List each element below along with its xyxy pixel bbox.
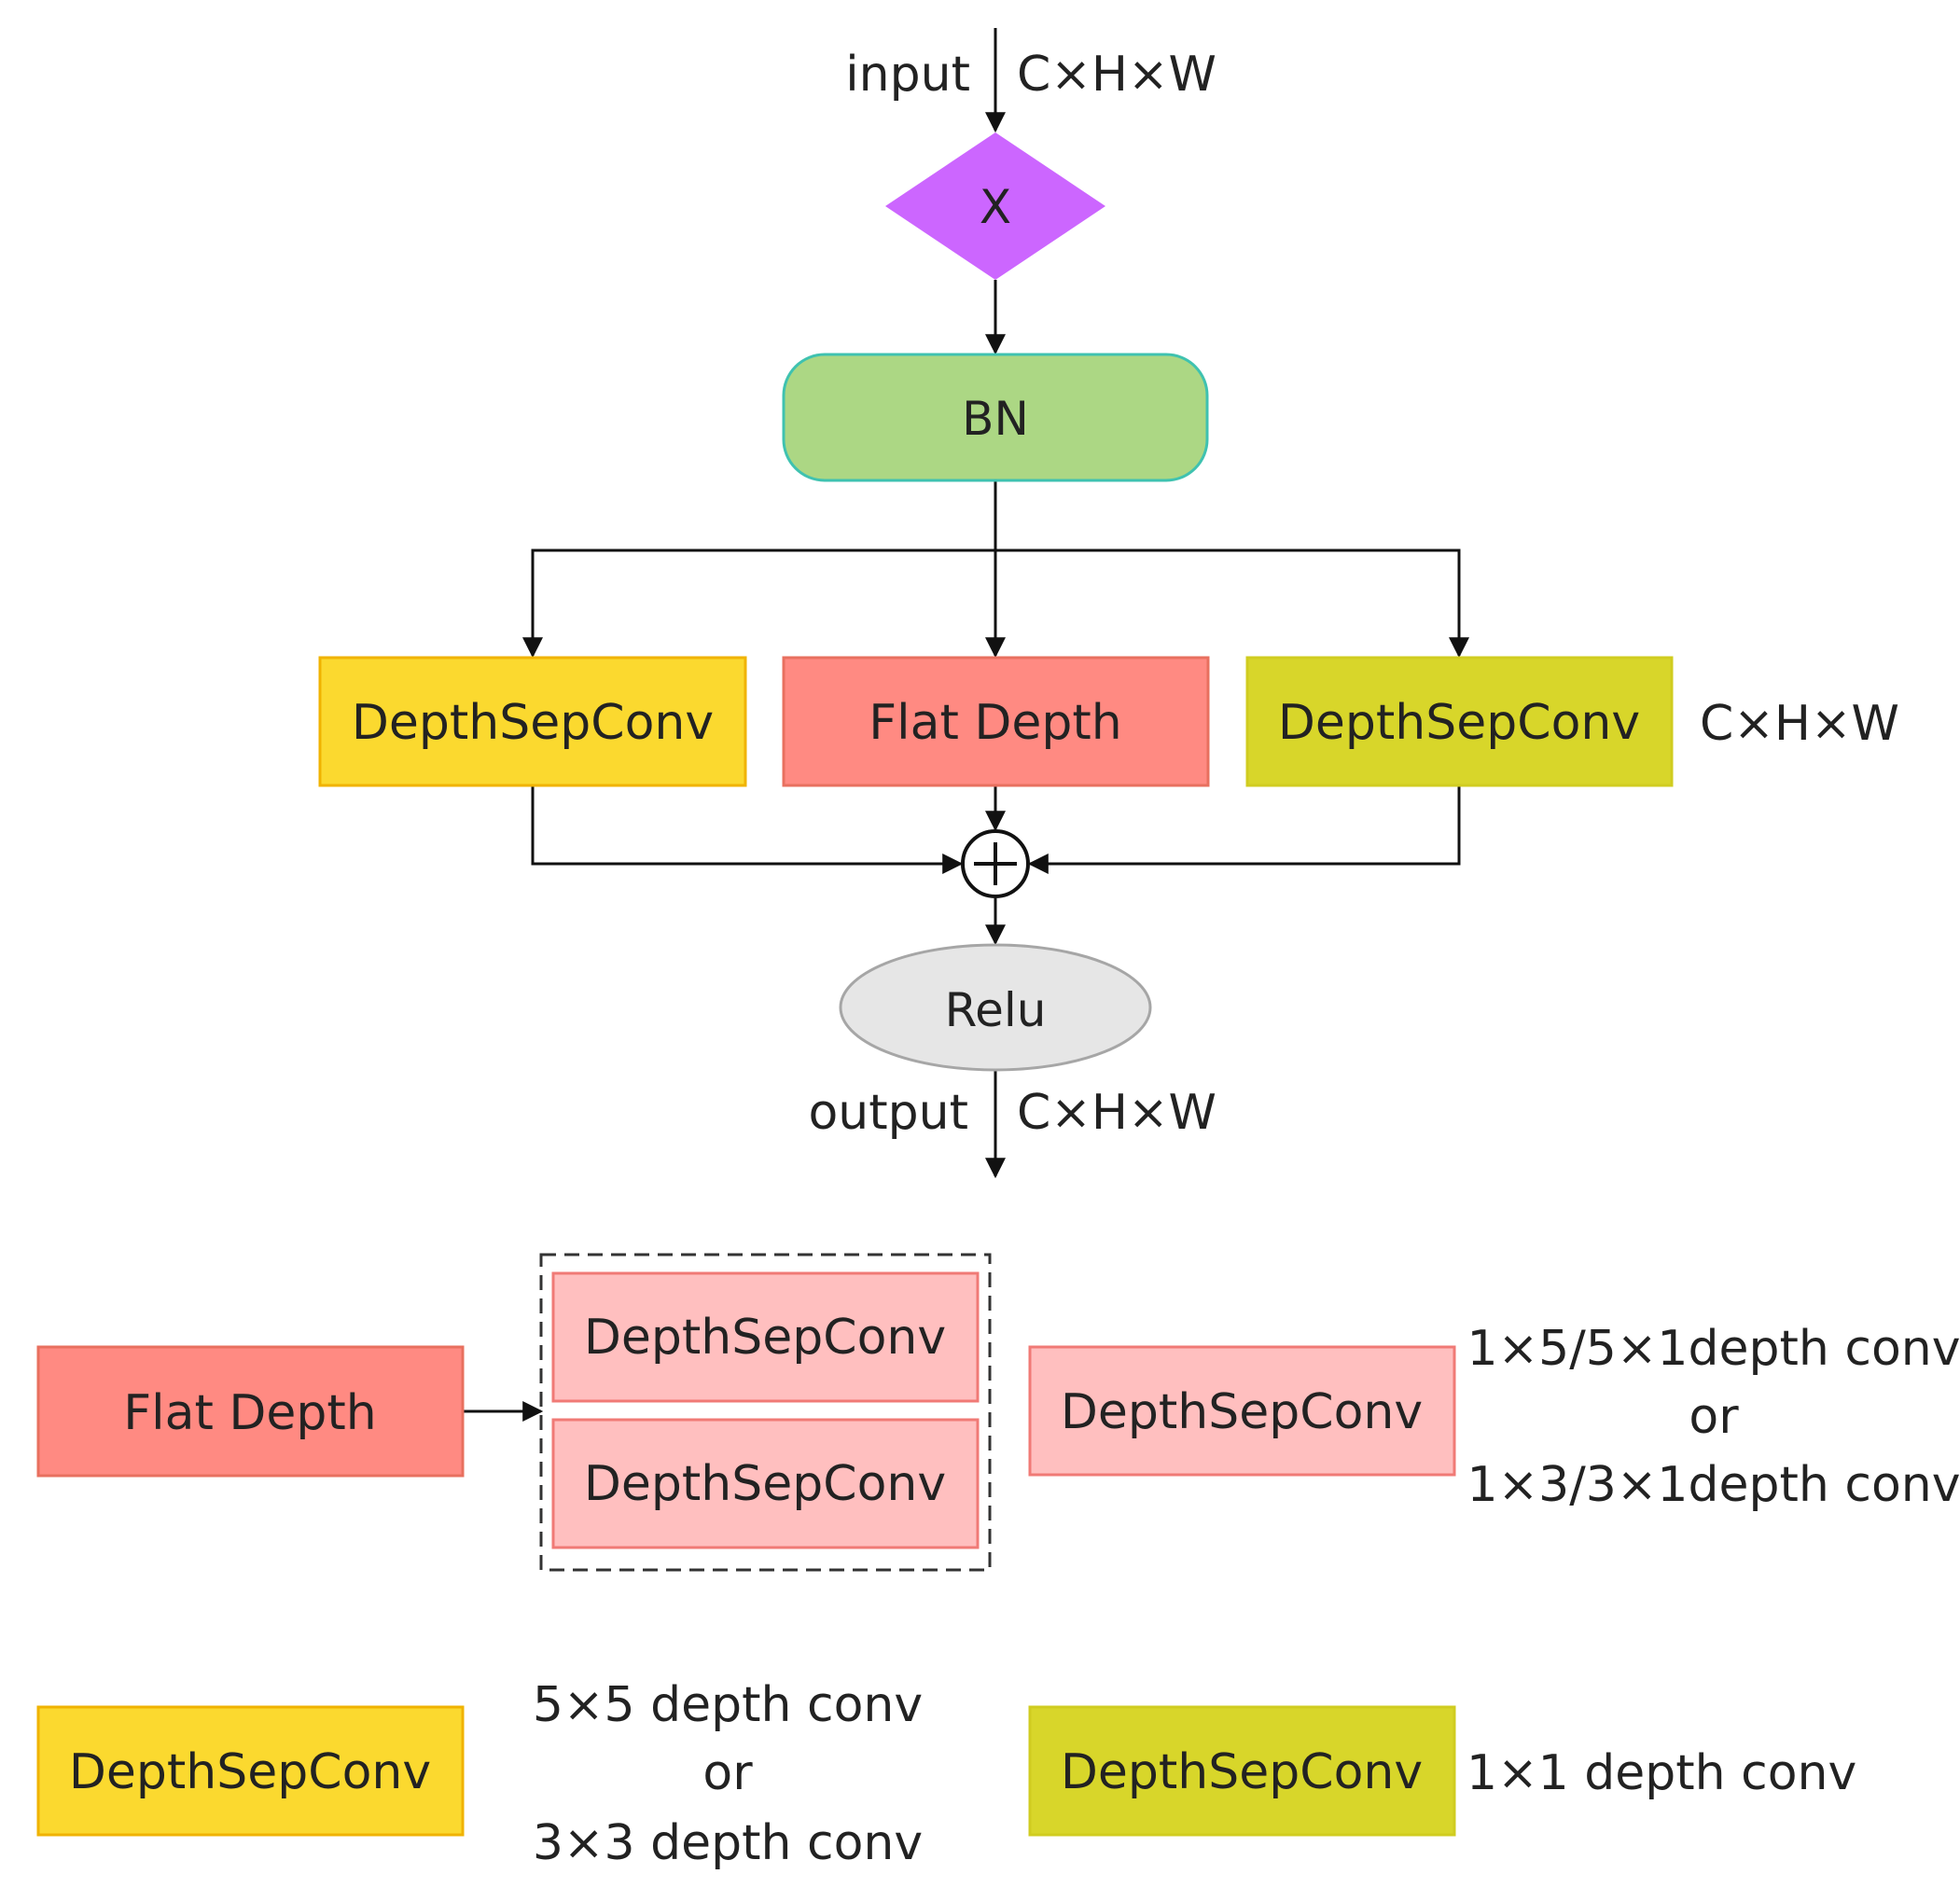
branch-left-depthsepconv: DepthSepConv [318,656,747,787]
output-dim-label: C×H×W [1017,1085,1216,1141]
branch-right-label: DepthSepConv [1278,695,1640,751]
branch-center-label: Flat Depth [869,695,1122,751]
output-label: output [808,1085,968,1141]
legend-pink-desc-3: 1×3/3×1depth conv [1467,1457,1960,1513]
bn-node: BN [782,353,1209,482]
legend-pink-desc-2: or [1689,1389,1739,1445]
bn-to-right-arrow [995,548,1469,659]
legend-flat-depth-label: Flat Depth [123,1385,377,1441]
branch-dim-label: C×H×W [1700,696,1899,752]
legend-flat-depth-composition: DepthSepConv DepthSepConv [539,1253,992,1572]
input-dim-label: C×H×W [1017,47,1216,103]
multiply-node: X [885,132,1105,280]
right-to-sum-arrow [1027,785,1461,874]
legend-pink-depthsepconv: DepthSepConv [1028,1345,1456,1477]
legend-yellow-depthsepconv: DepthSepConv [36,1705,465,1837]
branch-left-label: DepthSepConv [352,695,714,751]
legend-pink-desc-1: 1×5/5×1depth conv [1467,1321,1960,1377]
relu-node: Relu [839,943,1152,1072]
legend-yellow-desc-2: or [702,1745,753,1801]
legend-olive-label: DepthSepConv [1061,1744,1423,1800]
input-label: input [845,47,970,103]
relu-node-label: Relu [945,983,1047,1037]
legend-flat-depth: Flat Depth [36,1345,465,1478]
legend-yellow-desc-3: 3×3 depth conv [533,1815,923,1871]
branch-center-flat-depth: Flat Depth [782,656,1210,787]
legend-inner-top-label: DepthSepConv [584,1310,946,1366]
legend-yellow-label: DepthSepConv [69,1744,431,1800]
legend-olive-depthsepconv: DepthSepConv [1028,1705,1456,1837]
legend-inner-bottom-label: DepthSepConv [584,1456,946,1512]
legend-olive-desc: 1×1 depth conv [1467,1745,1856,1801]
sum-node [961,829,1030,898]
multiply-node-label: X [980,180,1011,234]
bn-node-label: BN [962,392,1029,446]
branch-right-depthsepconv: DepthSepConv [1245,656,1674,787]
connectors [463,28,1469,1422]
legend-yellow-desc-1: 5×5 depth conv [533,1677,923,1733]
left-to-sum-arrow [531,785,964,874]
legend-pink-label: DepthSepConv [1061,1384,1423,1440]
bn-to-left-arrow [522,548,995,659]
